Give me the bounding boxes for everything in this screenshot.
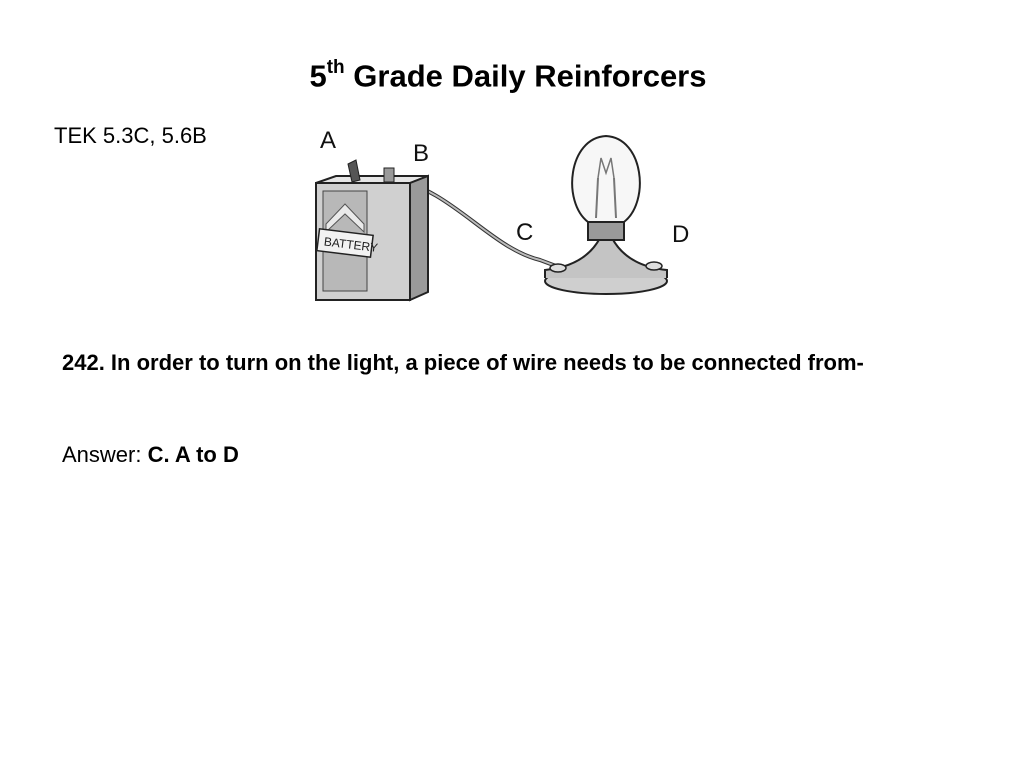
- question-text: 242. In order to turn on the light, a pi…: [62, 350, 864, 375]
- battery-icon: BATTERY: [315, 159, 429, 302]
- title-superscript: th: [326, 57, 345, 78]
- title-number: 5: [309, 58, 327, 94]
- battery-label: BATTERY: [323, 234, 379, 255]
- page-title: 5th Grade Daily Reinforcers: [0, 50, 1016, 96]
- answer-line: Answer: C. A to D: [62, 440, 239, 470]
- label-b: B: [413, 140, 429, 167]
- label-a: A: [320, 127, 336, 154]
- tek-label: TEK 5.3C, 5.6B: [54, 123, 207, 148]
- light-bulb-icon: [544, 134, 668, 295]
- answer-value: C. A to D: [147, 442, 239, 467]
- answer-label: Answer:: [62, 442, 148, 467]
- label-d: D: [672, 221, 689, 248]
- title-text: Grade Daily Reinforcers: [344, 58, 707, 94]
- label-c: C: [516, 219, 533, 246]
- circuit-diagram: BATTERY A B C D: [315, 127, 689, 302]
